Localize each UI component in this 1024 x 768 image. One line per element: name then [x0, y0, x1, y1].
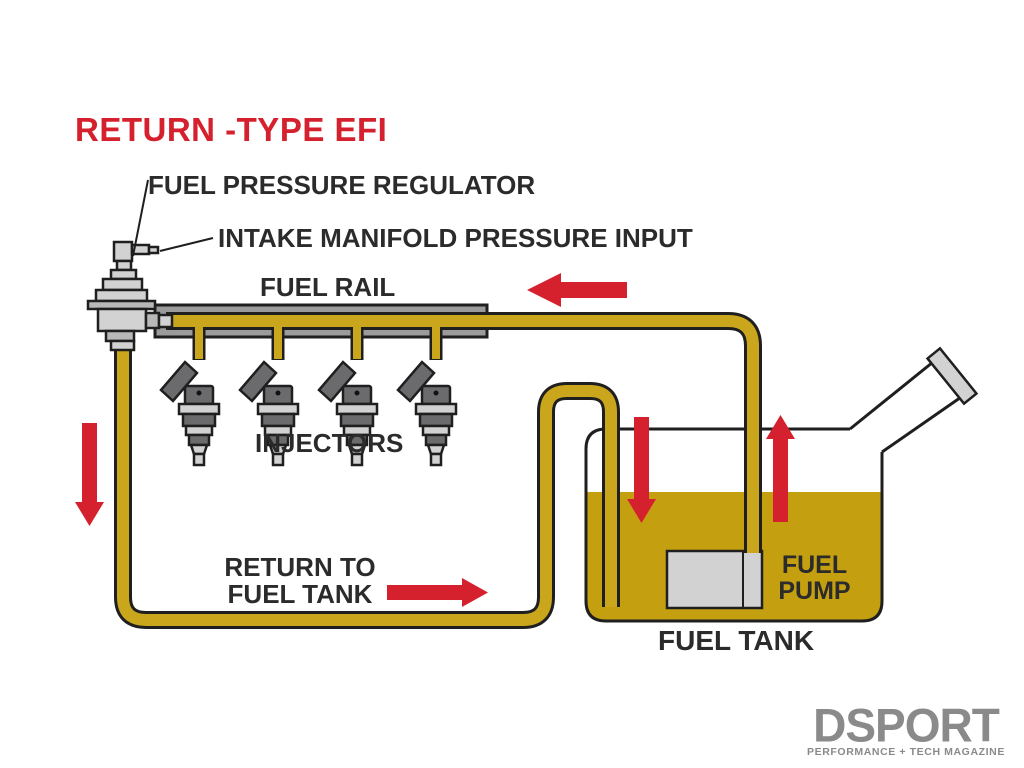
label-pump-line1: FUEL	[781, 551, 848, 579]
label-return-line1: RETURN TO	[224, 552, 376, 582]
injector-4	[396, 360, 458, 467]
label-fuel-tank: FUEL TANK	[658, 625, 815, 656]
regulator-body	[96, 307, 148, 333]
label-return-to-fuel-tank: RETURN TO FUEL TANK	[210, 554, 390, 608]
regulator-rail-fitting-1	[144, 311, 161, 330]
label-intake-manifold-pressure-input: INTAKE MANIFOLD PRESSURE INPUT	[218, 223, 693, 253]
fuel-pump	[665, 549, 764, 610]
regulator-leader-line	[132, 179, 149, 257]
fuel-pump-body	[665, 549, 764, 610]
regulator-outlet-step	[104, 329, 136, 343]
regulator-block-3	[94, 288, 149, 303]
supply-pipe	[166, 312, 762, 553]
tank-outline	[584, 427, 884, 623]
regulator-outlet	[109, 339, 136, 352]
return-pipe-core	[117, 346, 617, 626]
dsport-logo: DSPORT PERFORMANCE + TECH MAGAZINE	[800, 698, 1012, 758]
arrow-down-into-tank	[627, 417, 656, 523]
leader-lines	[132, 179, 214, 257]
regulator-block-1	[109, 268, 138, 281]
logo-name: DSPORT	[813, 698, 1000, 752]
label-injectors: INJECTORS	[255, 428, 404, 458]
manifold-leader-line	[159, 237, 214, 252]
label-fuel-pressure-regulator: FUEL PRESSURE REGULATOR	[148, 170, 536, 200]
supply-pipe-core	[166, 315, 759, 553]
arrow-up-from-pump	[766, 415, 795, 522]
injector-feed-cores	[195, 323, 440, 359]
label-return-line2: FUEL TANK	[227, 579, 373, 609]
logo-tagline: PERFORMANCE + TECH MAGAZINE	[807, 746, 1005, 758]
label-fuel-pump: FUEL PUMP	[762, 552, 867, 604]
label-fuel-rail: FUEL RAIL	[260, 272, 396, 302]
flow-arrows	[75, 273, 795, 607]
arrow-down-return	[75, 423, 104, 526]
regulator-stem	[115, 259, 133, 272]
label-pump-line2: PUMP	[778, 577, 851, 605]
diagram-title: RETURN -TYPE EFI	[75, 111, 388, 148]
fuel-pressure-regulator	[86, 240, 174, 352]
regulator-rail-fitting-2	[157, 313, 174, 329]
return-pipe	[114, 346, 620, 629]
regulator-vacuum-elbow	[112, 240, 134, 263]
arrow-right-return	[387, 578, 488, 607]
filler-neck	[849, 356, 968, 454]
arrow-left-to-rail	[527, 273, 627, 307]
regulator-nipple-tip	[147, 245, 160, 255]
filler-cap	[925, 346, 979, 406]
regulator-block-2	[101, 277, 144, 292]
injector-1	[159, 360, 221, 467]
